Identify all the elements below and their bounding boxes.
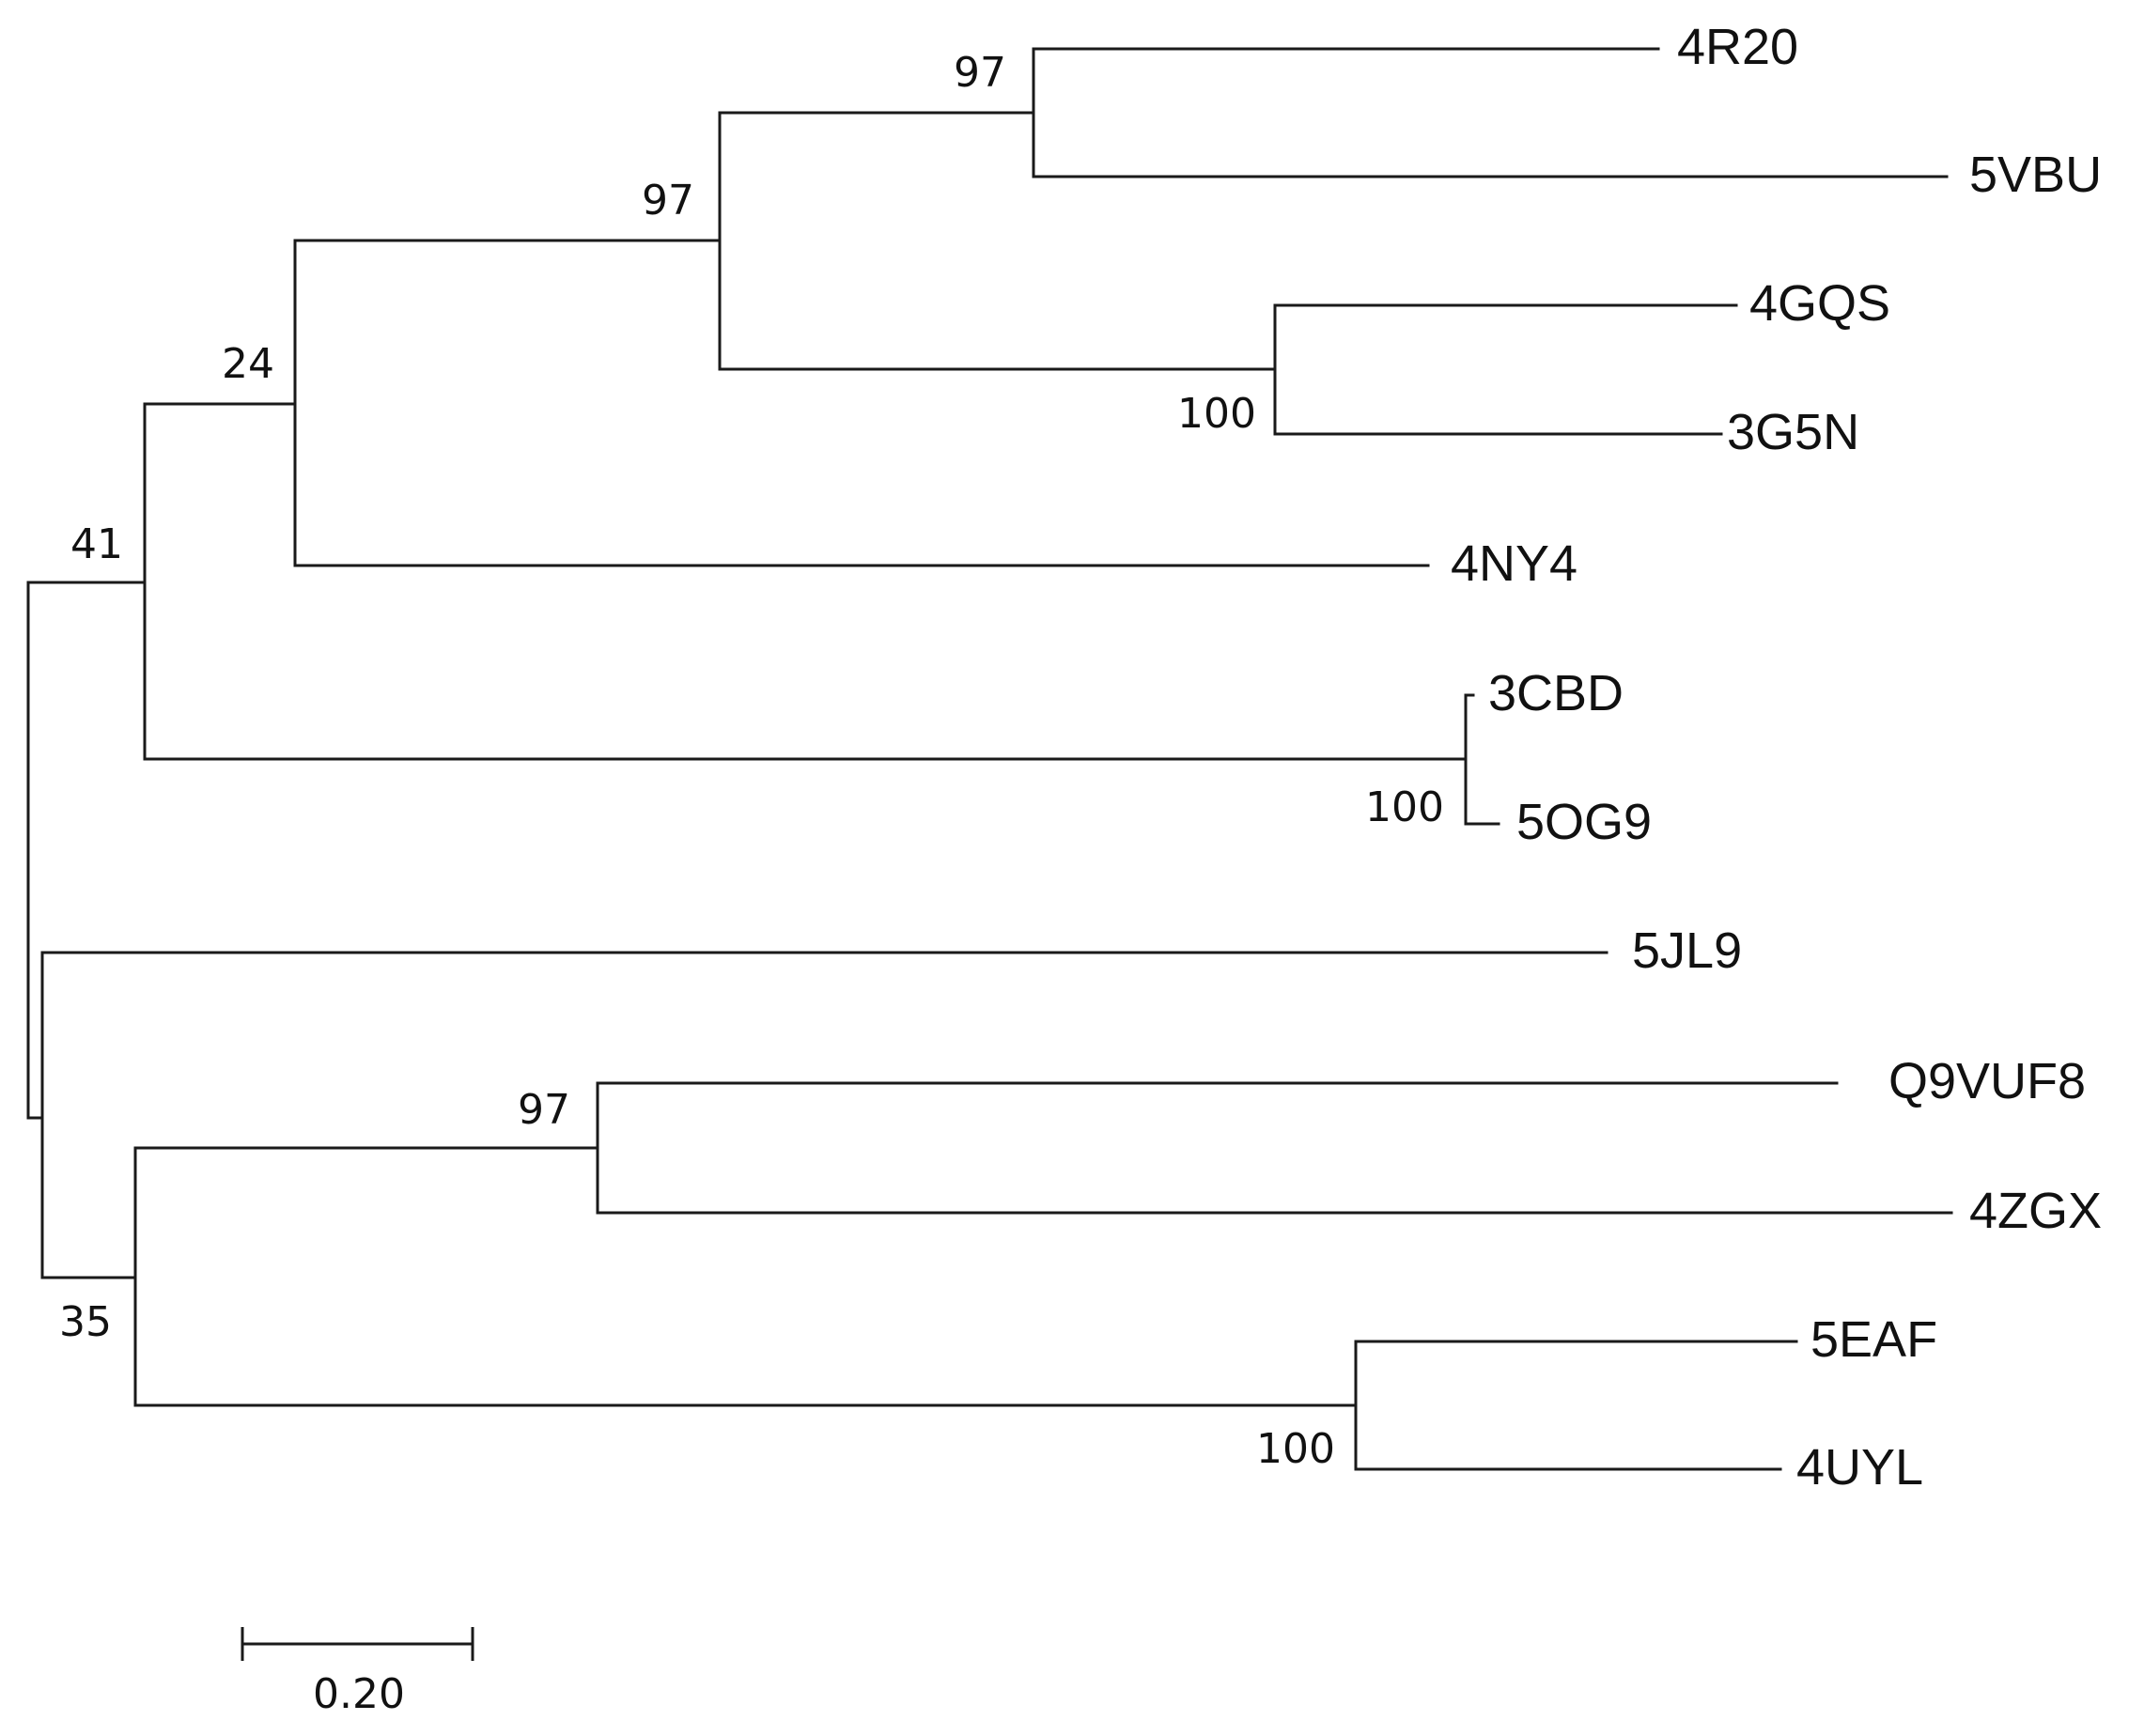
support-label-4r20-5vbu: 97	[954, 49, 1006, 97]
support-label-41: 41	[70, 520, 123, 568]
support-label-upper-97: 97	[642, 177, 694, 225]
scale-bar-label: 0.20	[313, 1670, 405, 1718]
leaf-label-3cbd: 3CBD	[1488, 665, 1624, 721]
leaf-label-5vbu: 5VBU	[1969, 147, 2102, 203]
support-label-24: 24	[222, 340, 274, 388]
leaf-label-3g5n: 3G5N	[1727, 404, 1859, 460]
support-label-5eaf-4uyl: 100	[1256, 1425, 1335, 1473]
leaf-label-5og9: 5OG9	[1516, 794, 1652, 850]
leaf-label-4zgx: 4ZGX	[1969, 1183, 2102, 1239]
support-label-3cbd-5og9: 100	[1365, 783, 1444, 831]
leaf-label-4uyl: 4UYL	[1796, 1439, 1923, 1496]
leaf-label-5eaf: 5EAF	[1810, 1311, 1937, 1368]
scale-bar: 0.20	[241, 1627, 474, 1718]
leaf-label-5jl9: 5JL9	[1632, 922, 1742, 979]
leaf-label-q9vuf8: Q9VUF8	[1888, 1053, 2086, 1109]
leaf-label-4gqs: 4GQS	[1749, 275, 1890, 332]
leaf-label-4r20: 4R20	[1677, 19, 1798, 75]
support-label-35: 35	[59, 1298, 112, 1346]
support-label-4gqs-3g5n: 100	[1177, 390, 1256, 438]
support-label-q9vuf8-4zgx: 97	[518, 1086, 570, 1134]
leaf-label-4ny4: 4NY4	[1451, 535, 1577, 592]
